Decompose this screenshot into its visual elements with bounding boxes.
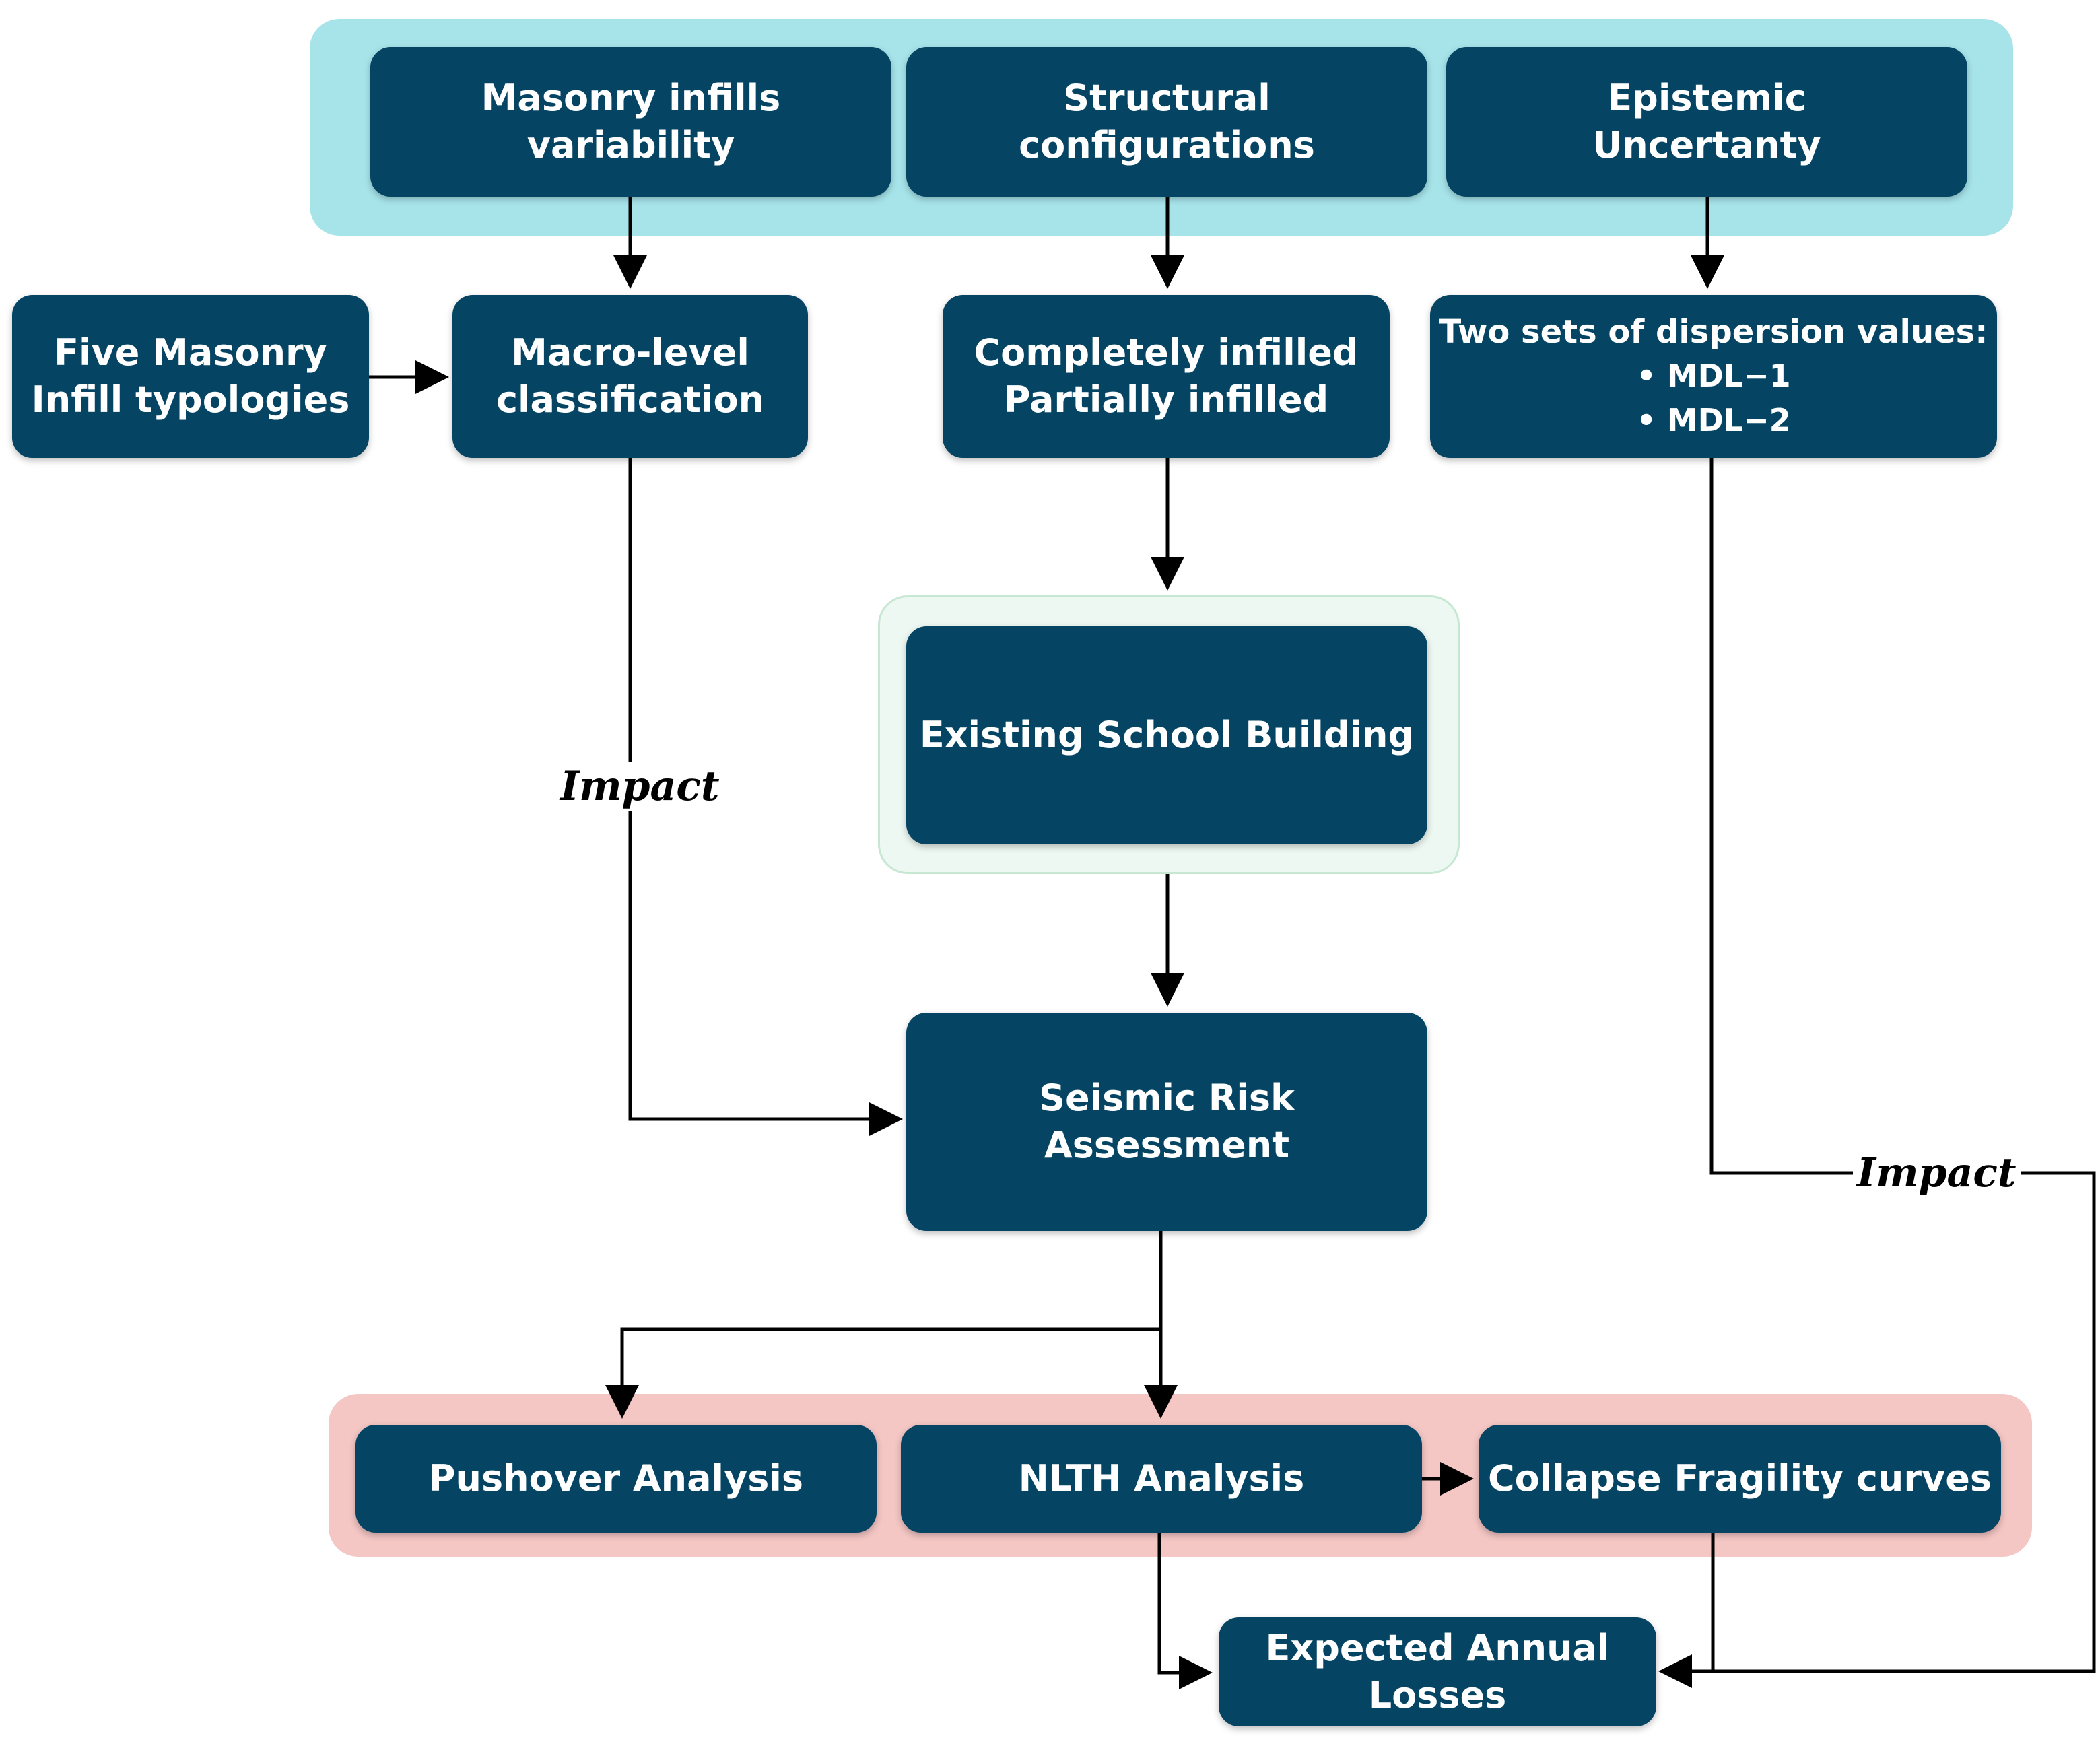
arrow-macro-impact-to-seismic <box>628 458 903 1136</box>
infill-states-node: Completely infilled Partially infilled <box>943 295 1390 458</box>
dispersion-item: MDL−1 <box>1636 354 1791 398</box>
impact-label-right: Impact <box>1853 1149 2021 1197</box>
arrow-seismic-to-pushover <box>605 1327 1161 1419</box>
epistemic-uncertainty-node: Epistemic Uncertanty <box>1446 47 1967 197</box>
collapse-fragility-curves-node: Collapse Fragility curves <box>1479 1425 2001 1533</box>
five-masonry-typologies-node: Five Masonry Infill typologies <box>12 295 369 458</box>
impact-label-left: Impact <box>556 762 724 811</box>
seismic-risk-assessment-node: Seismic Risk Assessment <box>906 1013 1427 1231</box>
macro-level-classification-node: Macro-level classification <box>452 295 808 458</box>
nlth-analysis-node: NLTH Analysis <box>901 1425 1422 1533</box>
arrow-dispersion-impact-to-losses <box>1658 458 2096 1688</box>
masonry-infills-variability-node: Masonry infills variability <box>370 47 891 197</box>
pushover-analysis-node: Pushover Analysis <box>355 1425 877 1533</box>
expected-annual-losses-node: Expected Annual Losses <box>1219 1617 1656 1726</box>
arrow-nlth-to-losses <box>1157 1533 1213 1689</box>
dispersion-values-node: Two sets of dispersion values: MDL−1 MDL… <box>1430 295 1997 458</box>
dispersion-item: MDL−2 <box>1636 398 1791 442</box>
structural-configurations-node: Structural configurations <box>906 47 1427 197</box>
dispersion-values-list: MDL−1 MDL−2 <box>1636 354 1791 442</box>
existing-school-building-node: Existing School Building <box>906 626 1427 844</box>
